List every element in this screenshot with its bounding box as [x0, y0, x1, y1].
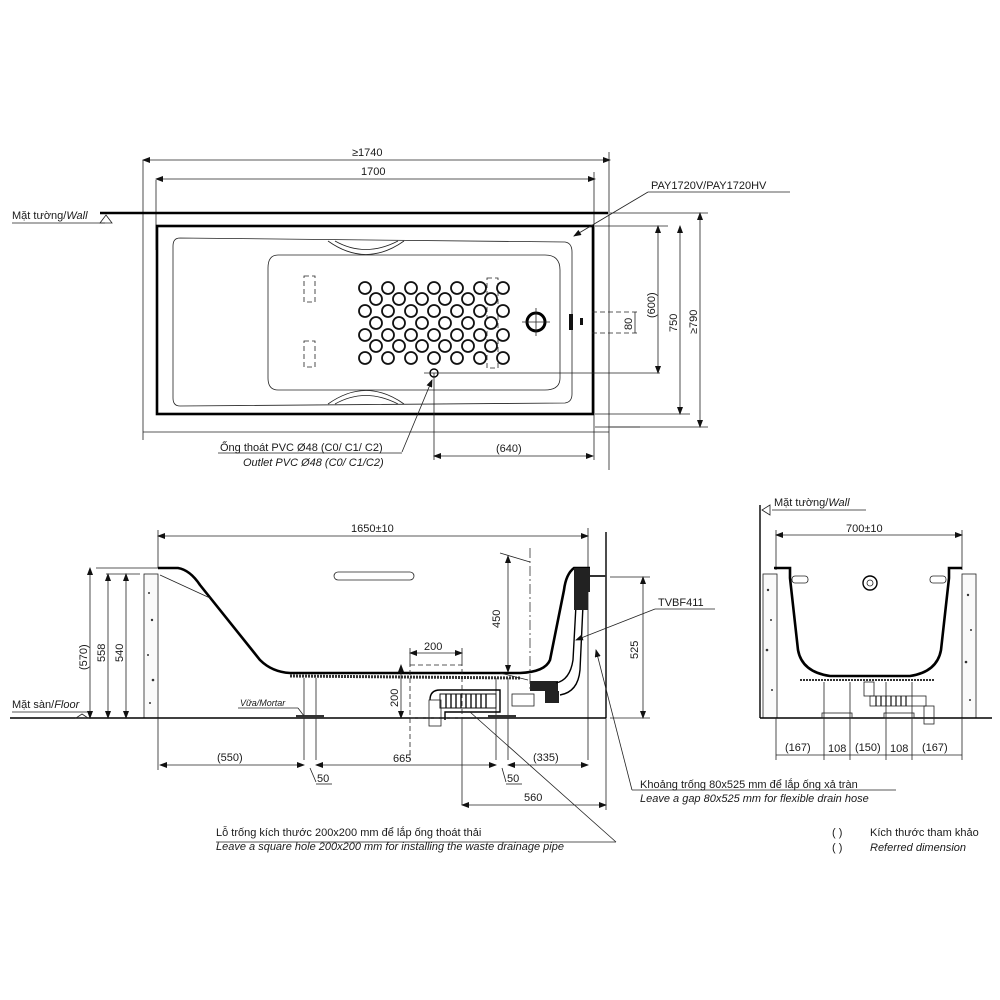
model-label: PAY1720V/PAY1720HV	[651, 180, 767, 192]
dim-right-ref: (335)	[533, 752, 559, 764]
dim-overflow-gap-height: 525	[629, 641, 641, 659]
floor-label: Mặt sàn/Floor	[12, 699, 81, 711]
tub-rim-outline	[155, 224, 595, 416]
legend-paren-2: ( )	[832, 842, 842, 854]
outlet-label-vi: Ống thoát PVC Ø48 (C0/ C1/ C2)	[220, 440, 383, 454]
end-view: Mặt tường/Wall 700±10	[759, 497, 992, 760]
dim-drain-depth: 450	[491, 610, 503, 628]
side-view: 1650±10 Mặt sàn/Floor Vữa/Mortar	[10, 523, 896, 853]
dim-side-length: 1650±10	[351, 523, 394, 535]
dim-overall-min-length: ≥1740	[352, 147, 383, 159]
end-dim-5: (167)	[922, 742, 948, 754]
dim-height-540: 540	[114, 644, 126, 662]
end-dim-2: 108	[828, 743, 846, 755]
gap-note-en: Leave a gap 80x525 mm for flexible drain…	[640, 793, 869, 805]
gap-note-vi: Khoảng trống 80x525 mm để lắp ống xả trà…	[640, 778, 858, 791]
end-dim-3: (150)	[855, 742, 881, 754]
waste-label: TVBF411	[658, 597, 704, 609]
dim-support-1: 50	[317, 773, 329, 785]
end-dim-4: 108	[890, 743, 908, 755]
dim-width: 750	[668, 314, 680, 332]
dim-inner-width-ref: (600)	[646, 292, 658, 318]
legend: ( ) Kích thước tham khảo ( ) Referred di…	[832, 827, 979, 854]
end-dim-1: (167)	[785, 742, 811, 754]
dim-hole-height: 200	[389, 689, 401, 707]
mortar-label: Vữa/Mortar	[240, 698, 286, 708]
dim-end-width: 700±10	[846, 523, 883, 535]
legend-paren-1: ( )	[832, 827, 842, 839]
hole-note-vi: Lỗ trống kích thước 200x200 mm để lắp ốn…	[216, 826, 481, 839]
dim-overflow-offset: 80	[623, 318, 635, 330]
dim-height-558: 558	[96, 644, 108, 662]
top-view: ≥1740 1700 Mặt tường/Wall	[12, 147, 790, 470]
anti-slip-dot-pattern	[358, 281, 510, 365]
wall-label: Mặt tường/Wall	[12, 210, 88, 222]
dim-length: 1700	[361, 166, 385, 178]
dim-left-ref: (550)	[217, 752, 243, 764]
end-wall-label: Mặt tường/Wall	[774, 497, 850, 509]
legend-en: Referred dimension	[870, 842, 966, 854]
dim-height-ref: (570)	[78, 644, 90, 670]
dim-hole-width: 200	[424, 641, 442, 653]
tub-side-profile	[158, 566, 590, 675]
legend-vi: Kích thước tham khảo	[870, 827, 979, 839]
waste-pipe-assembly	[428, 568, 606, 727]
dim-gap-to-wall: 560	[524, 792, 542, 804]
dim-between-supports: 665	[393, 753, 411, 765]
outlet-label-en: Outlet PVC Ø48 (C0/ C1/C2)	[243, 457, 384, 469]
hole-note-en: Leave a square hole 200x200 mm for insta…	[216, 841, 564, 853]
dim-support-2: 50	[507, 773, 519, 785]
dim-drain-to-end: (640)	[496, 443, 522, 455]
dim-overall-min-width: ≥790	[688, 310, 700, 334]
tub-end-profile	[774, 566, 962, 678]
